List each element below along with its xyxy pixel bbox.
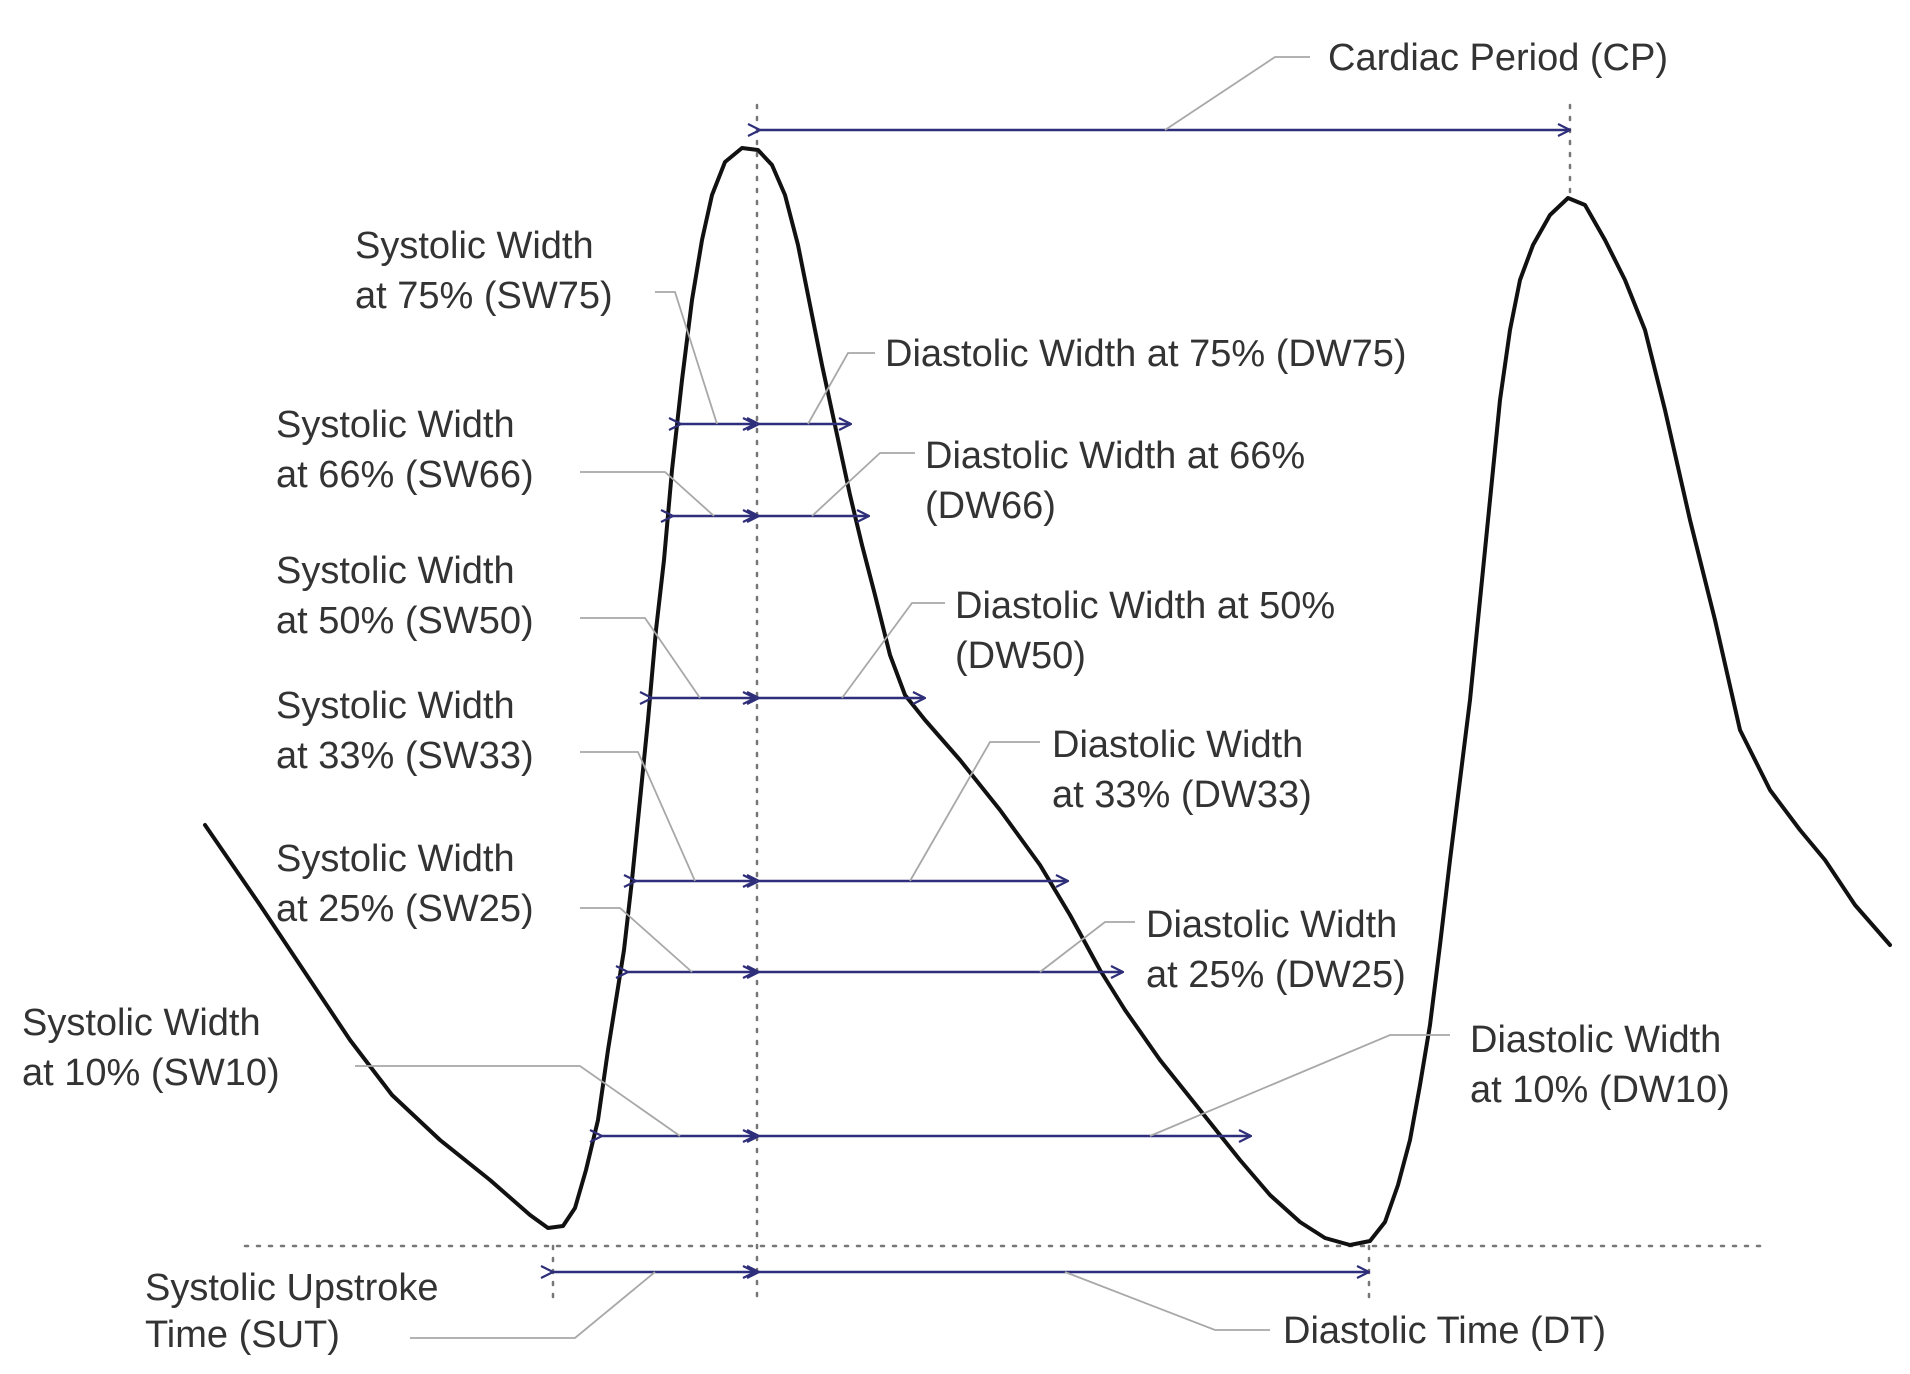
sw75-label: Systolic Width at 75% (SW75) bbox=[355, 225, 613, 317]
cp-leader bbox=[1164, 56, 1310, 131]
sw66-leader bbox=[580, 471, 715, 517]
sw50-leader bbox=[580, 617, 701, 699]
dw25-label: Diastolic Width at 25% (DW25) bbox=[1146, 904, 1408, 996]
dw75-leader bbox=[807, 352, 875, 425]
sw75-leader bbox=[655, 291, 718, 425]
sw50-label: Systolic Width at 50% (SW50) bbox=[276, 550, 534, 642]
sw10-leader bbox=[355, 1065, 681, 1137]
sw25-label: Systolic Width at 25% (SW25) bbox=[276, 838, 534, 930]
sut-label: Systolic Upstroke Time (SUT) bbox=[145, 1267, 449, 1356]
pulse-waveform bbox=[203, 146, 1892, 1247]
sw33-leader bbox=[580, 751, 696, 882]
dt-label: Diastolic Time (DT) bbox=[1283, 1310, 1606, 1352]
dt-leader bbox=[1064, 1271, 1270, 1331]
dw25-leader bbox=[1039, 921, 1135, 973]
sut-leader bbox=[410, 1271, 656, 1339]
dw75-label: Diastolic Width at 75% (DW75) bbox=[885, 333, 1407, 375]
dw50-leader bbox=[841, 602, 945, 699]
sw66-label: Systolic Width at 66% (SW66) bbox=[276, 404, 534, 496]
dw66-label: Diastolic Width at 66% (DW66) bbox=[925, 435, 1316, 527]
dw10-label: Diastolic Width at 10% (DW10) bbox=[1470, 1019, 1732, 1111]
dw50-label: Diastolic Width at 50% (DW50) bbox=[955, 585, 1346, 677]
dw33-leader bbox=[909, 741, 1040, 882]
dw10-leader bbox=[1149, 1034, 1450, 1137]
sw25-leader bbox=[580, 907, 693, 973]
sw33-label: Systolic Width at 33% (SW33) bbox=[276, 685, 534, 777]
cp-label: Cardiac Period (CP) bbox=[1328, 37, 1668, 79]
sw10-label: Systolic Width at 10% (SW10) bbox=[22, 1002, 280, 1094]
dw66-leader bbox=[811, 452, 915, 517]
dw33-label: Diastolic Width at 33% (DW33) bbox=[1052, 724, 1314, 816]
